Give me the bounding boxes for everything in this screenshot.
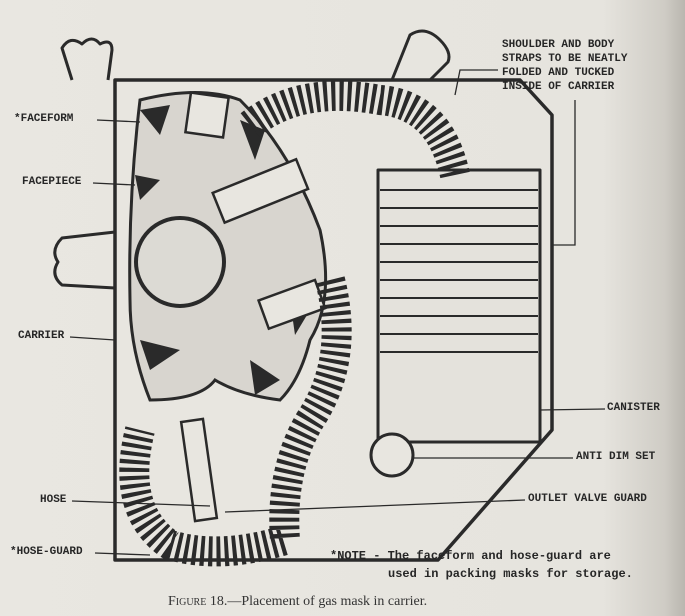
hose-guard-label: *HOSE-GUARD [10,546,83,558]
faceform-label: *FACEFORM [14,113,74,125]
carrier-outline [113,78,554,562]
left-top-strap-tab [60,37,114,81]
eyepiece-lens [134,216,226,308]
figure-caption-text: —Placement of gas mask in carrier. [227,594,428,609]
storage-note: *NOTE - The faceform and hose-guard are … [330,547,633,583]
storage-note-line: used in packing masks for storage. [388,567,633,581]
head-strap [211,157,310,225]
straps-note-line: SHOULDER AND BODY [502,39,615,51]
hose-label: HOSE [40,494,67,506]
hose-guard [179,417,219,523]
left-side-strap-tab [53,230,116,290]
anti-dim-set-label: ANTI DIM SET [576,451,656,463]
facepiece-label: FACEPIECE [22,176,82,188]
storage-note-line: *NOTE - The faceform and hose-guard are [330,549,611,563]
anti-dim-set [369,432,415,478]
straps-note-line: FOLDED AND TUCKED [502,67,615,79]
outlet-valve-guard-label: OUTLET VALVE GUARD [528,493,647,505]
figure-caption: Figure 18.—Placement of gas mask in carr… [168,594,427,610]
carrier-label: CARRIER [18,330,65,342]
upper-hose [240,80,470,179]
straps-note: SHOULDER AND BODY STRAPS TO BE NEATLY FO… [502,38,627,94]
canister-label: CANISTER [607,402,660,414]
canister [376,168,542,444]
right-top-strap-tab [390,29,451,82]
faceform [183,91,231,139]
figure-number: Figure 18. [168,594,228,609]
straps-note-line: INSIDE OF CARRIER [502,81,615,93]
straps-note-line: STRAPS TO BE NEATLY [502,53,628,65]
